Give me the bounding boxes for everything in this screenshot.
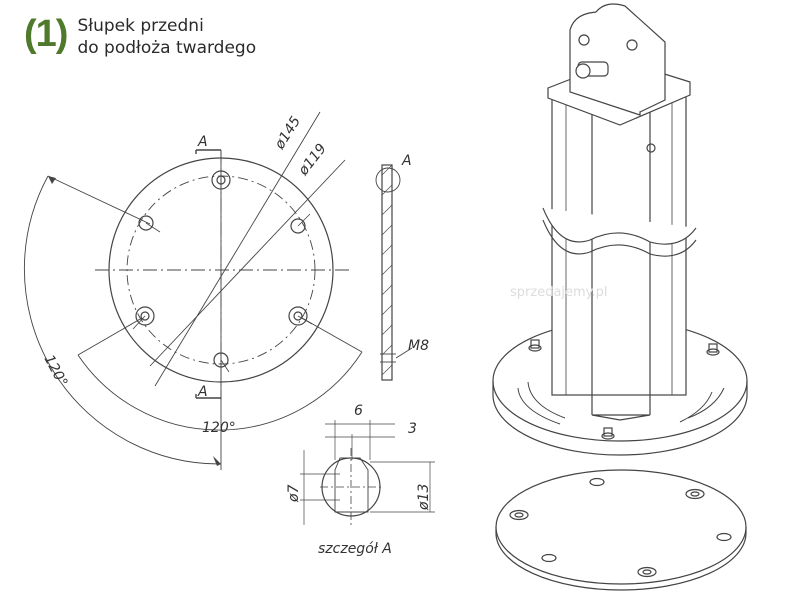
hole xyxy=(213,352,229,368)
watermark: sprzedajemy.pl xyxy=(510,285,608,300)
hole xyxy=(290,218,306,234)
angle-arc-left xyxy=(23,175,222,465)
plate-side-section xyxy=(375,164,413,381)
angle-arc-bottom xyxy=(77,351,363,431)
base-plate-plan xyxy=(23,111,363,470)
hole xyxy=(138,215,154,231)
hole xyxy=(211,170,231,190)
detail-caption: szczegół A xyxy=(318,541,392,557)
plate-section-body xyxy=(381,164,393,381)
title: Słupek przedni do podłoża twardego xyxy=(77,15,256,59)
dim-6-label: 6 xyxy=(354,403,363,419)
section-marker-side: A xyxy=(401,153,412,169)
detail-a-callout xyxy=(375,167,401,193)
diameter-leader-119 xyxy=(149,159,346,367)
step-number: (1) xyxy=(24,13,68,55)
separate-plate xyxy=(495,469,747,591)
dim-3-label: 3 xyxy=(408,421,417,437)
diameter-leader-145 xyxy=(154,111,321,387)
iso-base-plate-edge xyxy=(492,381,748,456)
detail-a xyxy=(300,420,435,525)
hole-inner xyxy=(140,311,150,321)
post-isometric xyxy=(492,3,748,456)
hole xyxy=(288,306,308,326)
angle-left-label: 120° xyxy=(40,352,70,389)
thread-label: M8 xyxy=(408,338,429,354)
header: (1) Słupek przedni do podłoża twardego xyxy=(24,12,256,59)
plate-top-face xyxy=(495,469,747,585)
thread-leader xyxy=(395,347,413,359)
diameter-bolt-circle-label: ø119 xyxy=(295,141,330,180)
section-marker-bottom: A xyxy=(197,384,208,400)
section-marker-top: A xyxy=(197,134,208,150)
title-line-2: do podłoża twardego xyxy=(77,38,257,58)
dim-13-label: ø13 xyxy=(416,484,432,511)
title-line-1: Słupek przedni xyxy=(77,16,204,36)
hole xyxy=(135,306,155,326)
hole-inner xyxy=(216,175,226,185)
angle-bottom-label: 120° xyxy=(202,420,236,436)
countersink-profile xyxy=(334,457,369,513)
dim-7-label: ø7 xyxy=(286,484,302,503)
hole-inner xyxy=(293,311,303,321)
